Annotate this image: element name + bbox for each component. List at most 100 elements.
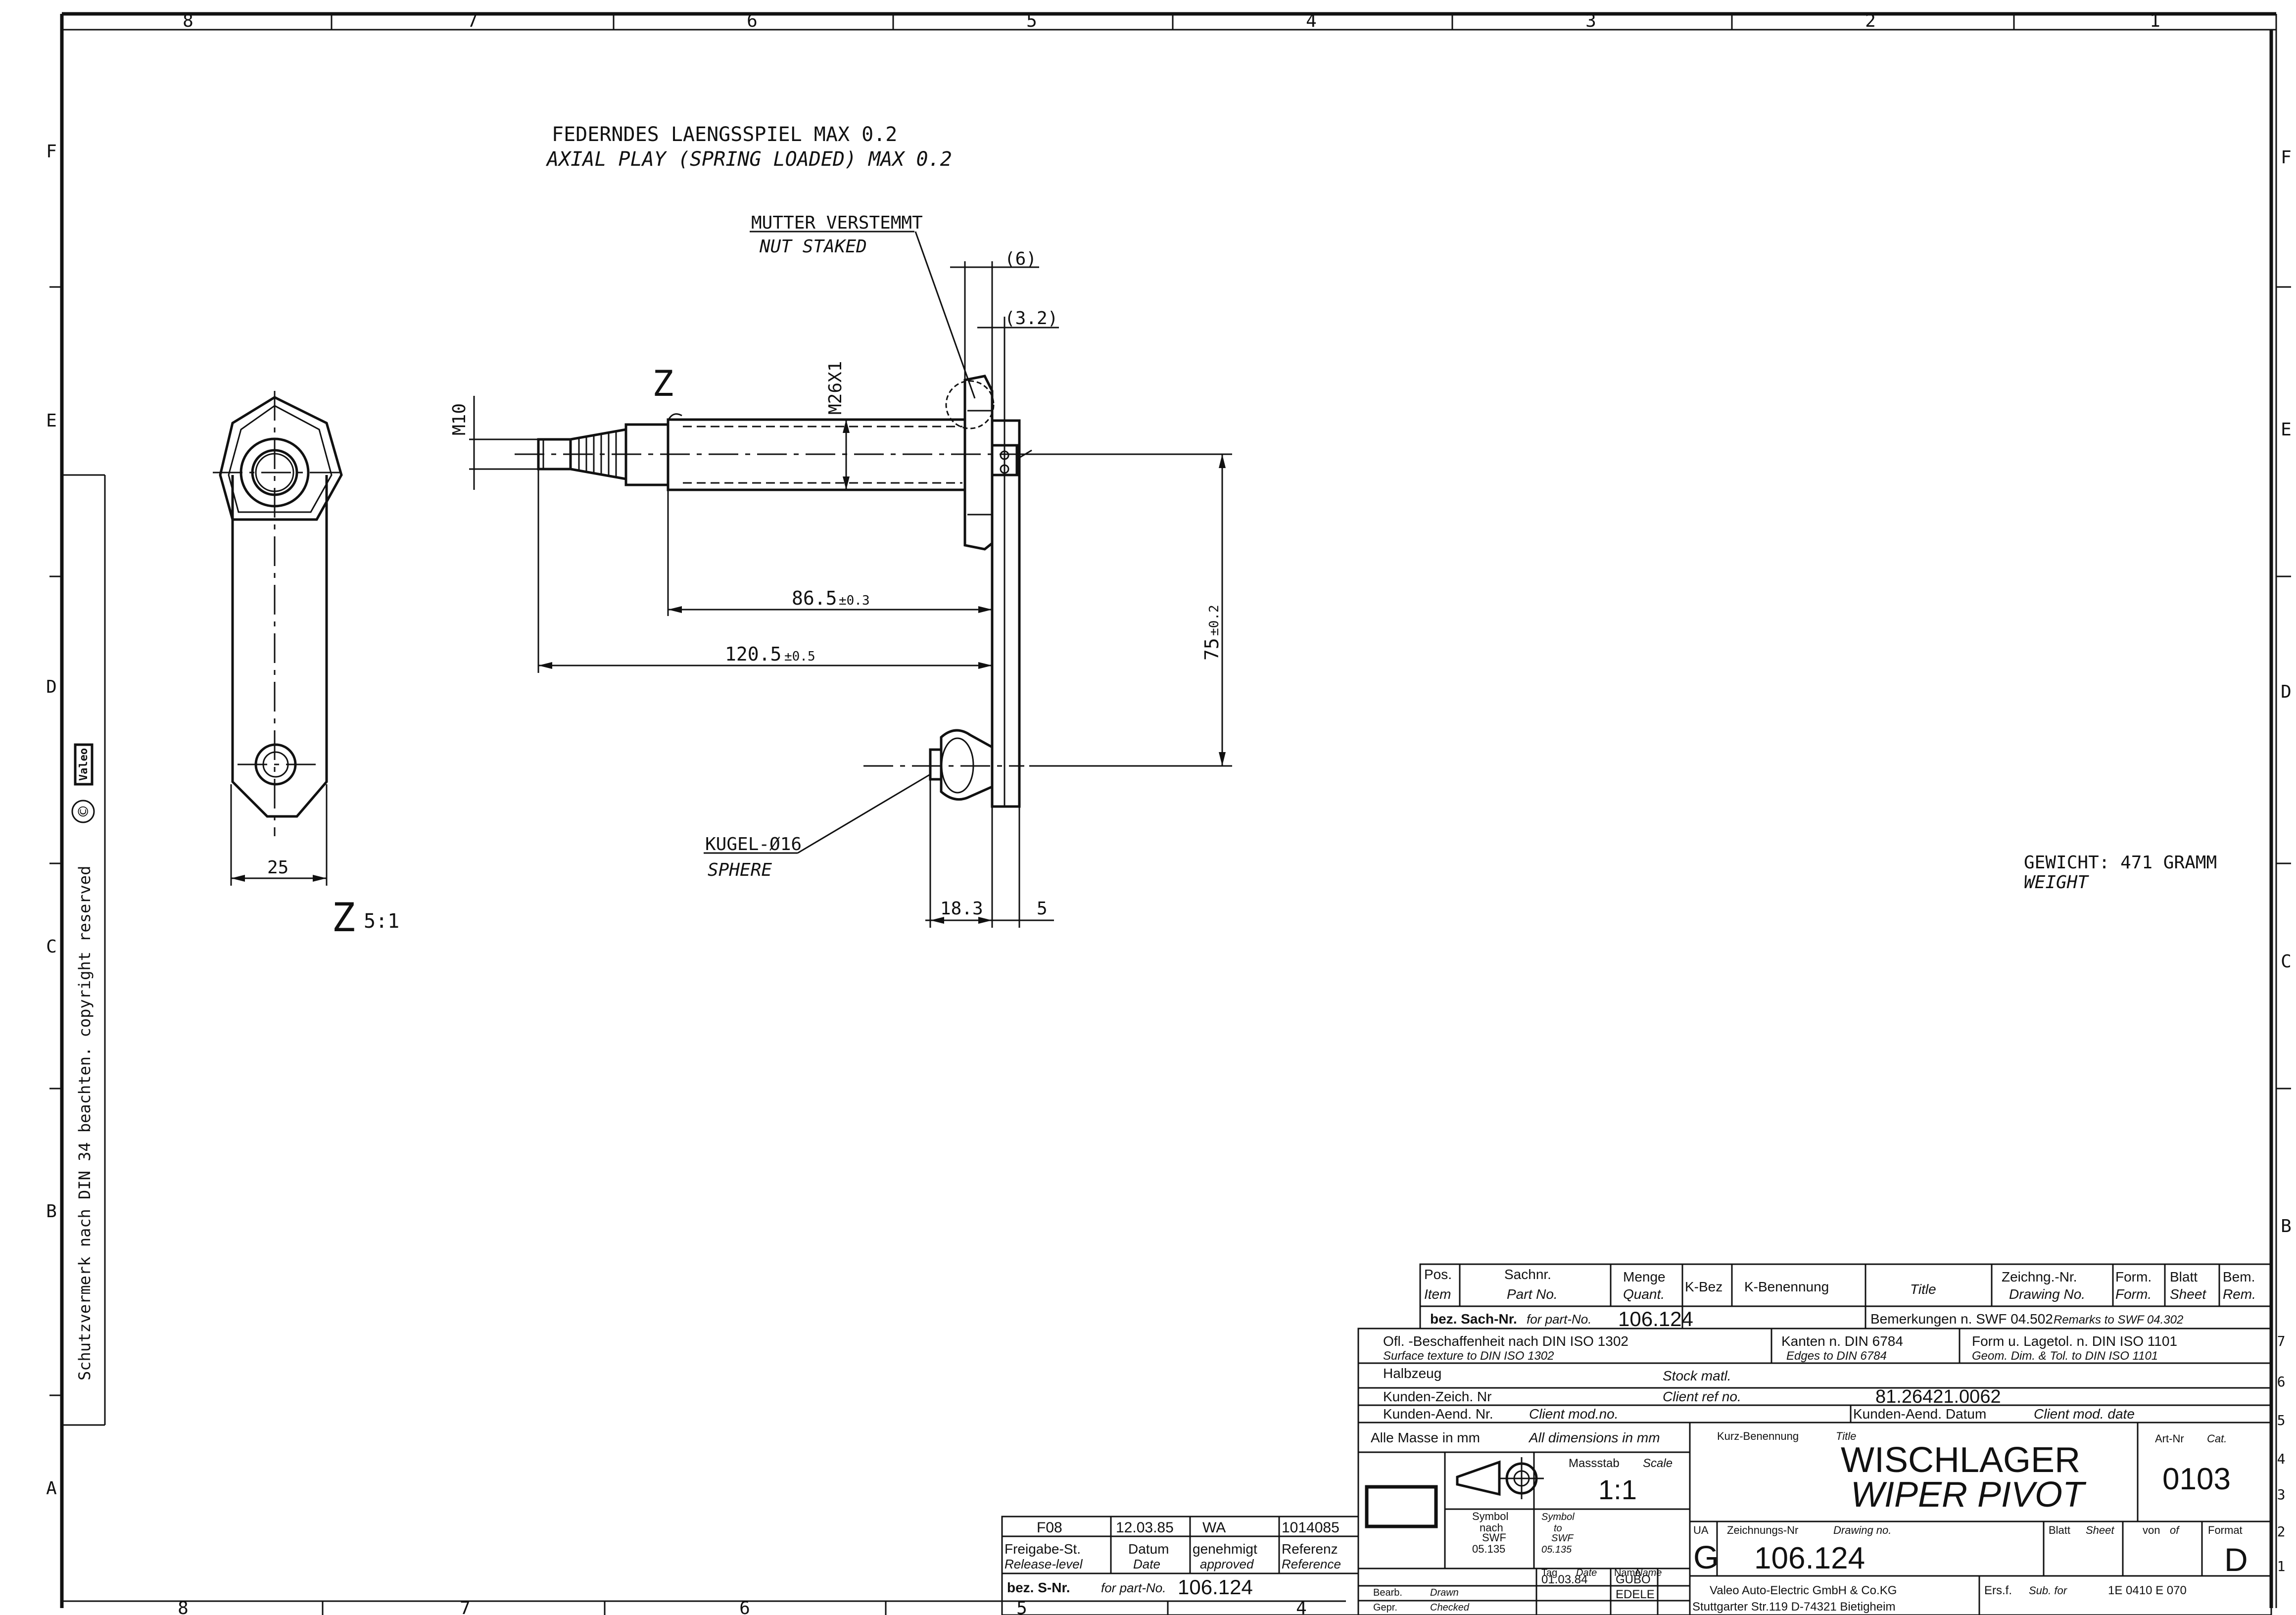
weight-en: WEIGHT — [2024, 872, 2089, 893]
format-value: D — [2224, 1541, 2248, 1578]
hdr-kbez: K-Bez — [1685, 1279, 1722, 1294]
surface-label: Ofl. -Beschaffenheit nach DIN ISO 1302 — [1383, 1333, 1628, 1349]
client-mod-date: Client mod. date — [2034, 1406, 2135, 1422]
title-en: WIPER PIVOT — [1851, 1475, 2087, 1515]
remarks: Bemerkungen n. SWF 04.502 — [1870, 1311, 2053, 1327]
weight-note: GEWICHT: 471 GRAMM WEIGHT — [2024, 853, 2217, 893]
row-label: F — [2281, 147, 2292, 168]
detail-letter: Z — [652, 363, 673, 404]
release-reference: 1014085 — [1282, 1520, 1339, 1536]
column-labels-top: 8 7 6 5 4 3 2 1 — [183, 11, 2160, 31]
hdr-menge-en: Quant. — [1623, 1286, 1665, 1302]
halbzeug-label: Halbzeug — [1383, 1366, 1441, 1381]
dim-m10: M10 — [449, 403, 470, 435]
alle-masse-label: Alle Masse in mm — [1371, 1430, 1480, 1445]
release-genehmigt-label: genehmigt — [1193, 1541, 1257, 1557]
surface-en: Surface texture to DIN ISO 1302 — [1383, 1349, 1554, 1363]
side-number: 6 — [2277, 1374, 2286, 1390]
axial-play-de: FEDERNDES LAENGSSPIEL MAX 0.2 — [552, 123, 897, 146]
edges-label: Kanten n. DIN 6784 — [1781, 1333, 1903, 1349]
release-level-en: Release-level — [1004, 1557, 1083, 1571]
bearb-label: Bearb. — [1373, 1587, 1402, 1598]
column-labels-bottom: 8 7 6 5 4 — [178, 1598, 1307, 1615]
release-date: 12.03.85 — [1116, 1520, 1174, 1536]
dim-5: 5 — [1037, 899, 1048, 919]
copyright-strip: Schutzvermerk nach DIN 34 beachten. copy… — [71, 743, 95, 1380]
copyright-symbol: © — [74, 806, 94, 816]
dim-3-2: (3.2) — [1004, 308, 1058, 329]
hdr-pos: Pos. — [1424, 1267, 1452, 1282]
release-part-no: 106.124 — [1178, 1575, 1253, 1599]
row-label: C — [2281, 951, 2292, 972]
hdr-sachnr: Sachnr. — [1504, 1267, 1551, 1282]
client-ref-value: 81.26421.0062 — [1875, 1386, 2001, 1407]
row-labels-right: F E D C B — [2281, 147, 2292, 1236]
client-ref-label: Client ref no. — [1663, 1389, 1741, 1404]
hdr-form-en: Form. — [2115, 1286, 2152, 1302]
hdr-pos-en: Item — [1424, 1286, 1451, 1302]
kunden-zeich-label: Kunden-Zeich. Nr — [1383, 1389, 1491, 1404]
hdr-form: Form. — [2115, 1269, 2152, 1284]
stock-label: Stock matl. — [1663, 1368, 1731, 1383]
side-number: 5 — [2277, 1412, 2286, 1428]
remarks-en: Remarks to SWF 04.302 — [2054, 1313, 2183, 1327]
column-label: 6 — [739, 1598, 750, 1615]
ua-value: G — [1693, 1539, 1719, 1575]
scale-value: 1:1 — [1598, 1474, 1637, 1505]
release-datum-label: Datum — [1128, 1541, 1169, 1557]
dimension-lines: (6) (3.2) M26X1 M10 86.5 ±0.3 120.5 ±0.5 — [449, 249, 1232, 928]
release-approved: WA — [1202, 1520, 1226, 1536]
column-label: 2 — [1865, 11, 1876, 31]
release-bez-label: bez. S-Nr. — [1007, 1580, 1070, 1595]
side-number: 7 — [2277, 1333, 2286, 1349]
art-value: 0103 — [2162, 1462, 2231, 1496]
release-level-label: Freigabe-St. — [1004, 1541, 1081, 1557]
title-block: Pos. Item Sachnr. Part No. Menge Quant. … — [1357, 1263, 2272, 1615]
lever-end-view: 25 — [213, 391, 346, 886]
nut-note: MUTTER VERSTEMMT NUT STAKED — [750, 213, 976, 399]
side-numbers: 7 6 5 4 3 2 1 — [2277, 1333, 2286, 1574]
kurz-label: Kurz-Benennung — [1717, 1430, 1799, 1442]
nut-staked-en: NUT STAKED — [759, 237, 867, 257]
hdr-zeichng-en: Drawing No. — [2009, 1286, 2085, 1302]
bearb-date: 01.03.84 — [1541, 1573, 1587, 1586]
hdr-kbenennung: K-Benennung — [1744, 1279, 1829, 1294]
column-label: 5 — [1016, 1598, 1027, 1615]
drawing-frame — [49, 12, 2291, 1615]
release-for-part: for part-No. — [1101, 1580, 1166, 1595]
scale-label: Scale — [1643, 1457, 1673, 1470]
sphere-note: KUGEL-Ø16 SPHERE — [704, 773, 931, 880]
company-name: Valeo Auto-Electric GmbH & Co.KG — [1710, 1584, 1897, 1597]
side-number: 1 — [2277, 1558, 2286, 1574]
format-label: Format — [2208, 1524, 2243, 1536]
tol-86-5: ±0.3 — [839, 593, 870, 608]
row-label: C — [46, 937, 57, 957]
column-label: 6 — [747, 11, 758, 31]
row-label: A — [46, 1478, 57, 1499]
copyright-text: Schutzvermerk nach DIN 34 beachten. copy… — [75, 866, 94, 1380]
row-label: E — [2281, 420, 2292, 440]
name-label: Name — [1614, 1568, 1640, 1578]
for-part-label: for part-No. — [1527, 1312, 1592, 1327]
cat-label: Cat. — [2207, 1432, 2227, 1445]
gepr-name: EDELE — [1616, 1588, 1655, 1601]
dim-75: 75 — [1201, 638, 1223, 661]
dim-6: (6) — [1004, 249, 1037, 269]
axial-play-en: AXIAL PLAY (SPRING LOADED) MAX 0.2 — [545, 148, 952, 171]
release-level: F08 — [1037, 1520, 1062, 1536]
kunden-aend-datum: Kunden-Aend. Datum — [1853, 1406, 1986, 1422]
column-label: 1 — [2150, 11, 2160, 31]
all-dims-label: All dimensions in mm — [1528, 1430, 1660, 1445]
release-datum-en: Date — [1133, 1557, 1160, 1571]
tol-75: ±0.2 — [1207, 605, 1222, 636]
hdr-bem-en: Rem. — [2223, 1286, 2256, 1302]
edges-en: Edges to DIN 6784 — [1786, 1349, 1887, 1363]
column-label: 4 — [1296, 1598, 1307, 1615]
row-label: D — [2281, 682, 2292, 702]
side-number: 3 — [2277, 1486, 2286, 1503]
massstab-label: Massstab — [1569, 1457, 1620, 1470]
von-label: von — [2143, 1524, 2160, 1536]
drawing-number: 106.124 — [1754, 1541, 1865, 1575]
bearb-name: GUBO — [1616, 1573, 1651, 1586]
